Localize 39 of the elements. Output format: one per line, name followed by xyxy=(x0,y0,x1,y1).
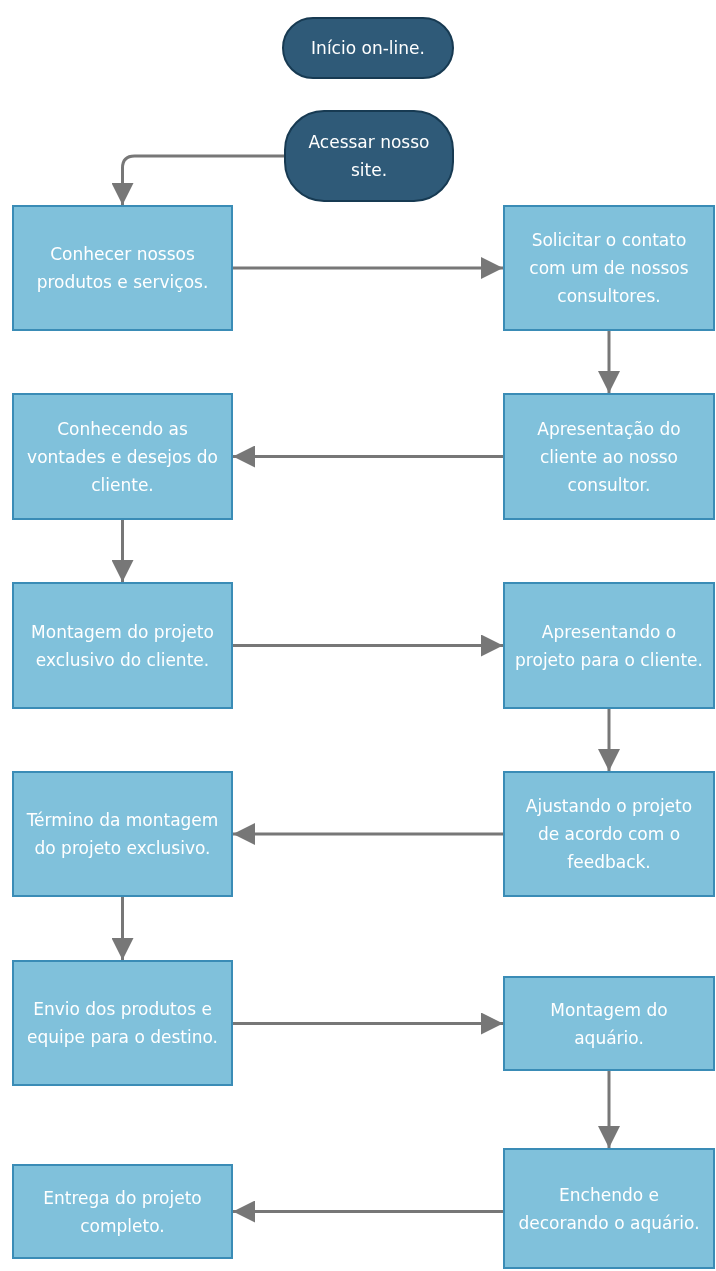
arrow xyxy=(233,1200,503,1223)
process-box xyxy=(503,582,715,709)
process-box xyxy=(503,771,715,897)
process-box xyxy=(503,1148,715,1269)
process-box xyxy=(12,960,233,1086)
arrow xyxy=(598,709,620,771)
process-box xyxy=(12,1164,233,1259)
process-box xyxy=(12,582,233,709)
process-box xyxy=(503,393,715,520)
process-box xyxy=(503,205,715,331)
arrow xyxy=(233,445,503,468)
arrow xyxy=(598,1071,620,1148)
arrow xyxy=(233,257,503,279)
arrow xyxy=(111,154,284,205)
arrow xyxy=(233,1012,503,1035)
node-label: Envio dos produtos e equipe para o destino. xyxy=(26,998,219,1049)
node-label: Início on-line. xyxy=(311,37,425,60)
arrow xyxy=(111,520,134,582)
arrow xyxy=(111,897,134,960)
node-label: Conhecendo as vontades e desejos do cliente. xyxy=(26,417,219,497)
arrow xyxy=(598,331,620,393)
process-box xyxy=(12,771,233,897)
node-label: Término da montagem do projeto exclusivo. xyxy=(25,809,220,860)
node-label: Conhecer nossos produtos e serviços. xyxy=(35,243,210,294)
node-label: Enchendo e decorando o aquário. xyxy=(517,1183,701,1235)
node-label: Montagem do aquário. xyxy=(549,998,669,1050)
process-box xyxy=(12,205,233,331)
process-box xyxy=(12,393,233,520)
node-label: Ajustando o projeto de acordo com o feedback. xyxy=(524,795,694,874)
arrow xyxy=(233,823,503,845)
node-label: Entrega do projeto completo. xyxy=(42,1186,203,1238)
node-label: Montagem do projeto exclusivo do cliente. xyxy=(30,620,215,672)
process-box xyxy=(503,976,715,1071)
terminal-pill xyxy=(284,110,454,202)
node-label: Apresentando o projeto para o cliente. xyxy=(514,620,704,672)
node-label: Solicitar o contato com um de nossos consultores. xyxy=(528,229,690,308)
arrow xyxy=(233,634,503,657)
node-label: Acessar nosso site. xyxy=(307,131,431,182)
node-label: Apresentação do cliente ao nosso consultor. xyxy=(536,417,682,497)
